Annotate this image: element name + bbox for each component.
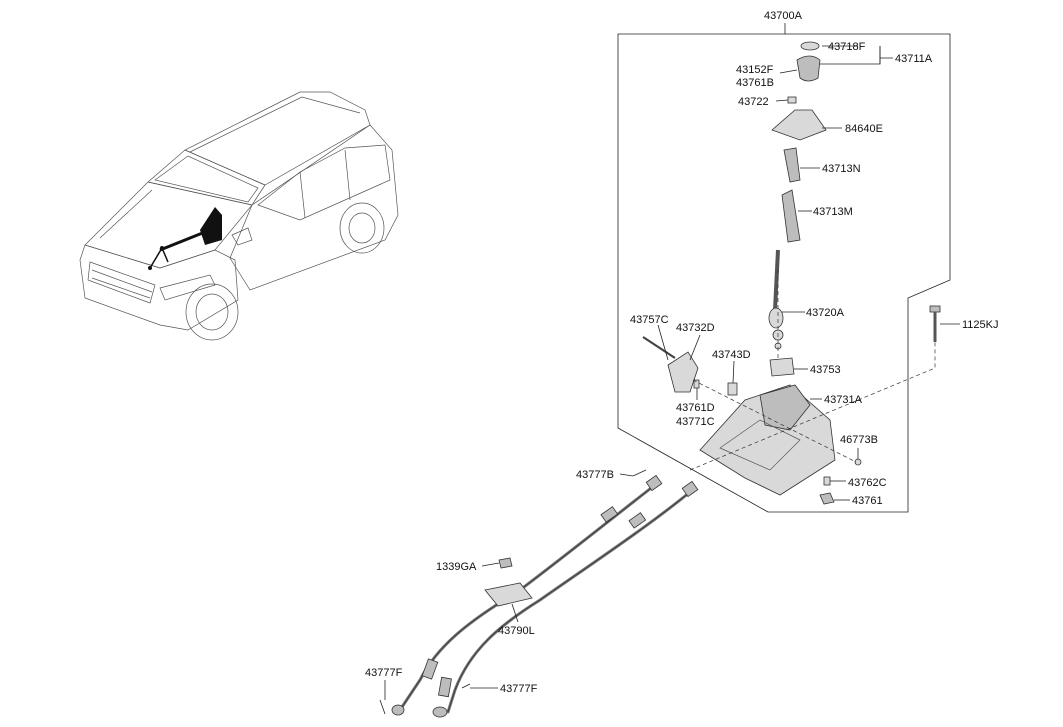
label-43713M: 43713M	[813, 206, 853, 218]
label-46773B: 46773B	[840, 434, 878, 446]
label-43722: 43722	[738, 96, 769, 108]
label-43771C: 43771C	[676, 416, 715, 428]
label-43753: 43753	[810, 364, 841, 376]
label-43718F: 43718F	[828, 41, 866, 53]
label-1125KJ: 1125KJ	[962, 319, 999, 331]
label-43743D: 43743D	[712, 349, 751, 361]
label-43700A: 43700A	[764, 10, 803, 22]
label-43762C: 43762C	[848, 477, 887, 489]
mounting-guides	[689, 270, 936, 471]
shifter-parts	[642, 41, 941, 505]
label-43790L: 43790L	[498, 625, 535, 637]
label-43731A: 43731A	[824, 394, 863, 406]
part-labels: 43700A 43718F 43711A 43152F 43761B 43722…	[365, 10, 999, 695]
label-43761: 43761	[852, 495, 883, 507]
vehicle-illustration	[79, 91, 399, 341]
label-1339GA: 1339GA	[436, 561, 477, 573]
label-43757C: 43757C	[630, 314, 669, 326]
label-43777F-left: 43777F	[365, 667, 403, 679]
label-43711A: 43711A	[895, 53, 933, 65]
shift-cables	[379, 469, 699, 718]
label-43777F-right: 43777F	[500, 683, 538, 695]
label-43152F: 43152F	[736, 64, 774, 76]
label-43761D: 43761D	[676, 402, 715, 414]
leader-lines	[384, 45, 960, 700]
label-43713N: 43713N	[822, 163, 861, 175]
label-43732D: 43732D	[676, 322, 715, 334]
label-84640E: 84640E	[845, 123, 883, 135]
label-43720A: 43720A	[806, 307, 845, 319]
label-43761B: 43761B	[736, 77, 774, 89]
label-43777B: 43777B	[576, 469, 614, 481]
assembly-bracket	[617, 23, 951, 513]
